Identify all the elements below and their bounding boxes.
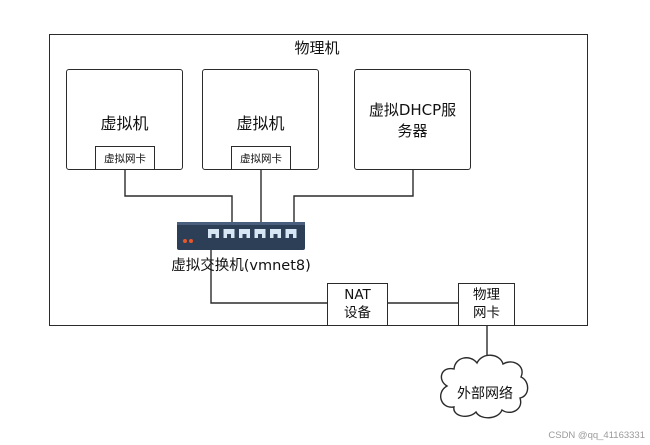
virtual-switch-label: 虚拟交换机(vmnet8) <box>171 258 311 274</box>
virtual-nic-1-label: 虚拟网卡 <box>104 153 146 165</box>
line-switch-nat <box>210 250 327 304</box>
virtual-machine-2-label: 虚拟机 <box>236 114 285 133</box>
nat-device <box>327 283 388 326</box>
virtual-nic-1 <box>95 146 155 170</box>
virtual-dhcp-server-label: 虚拟DHCP服务器 <box>368 101 457 140</box>
virtual-nic-2 <box>231 146 291 170</box>
virtual-dhcp-server <box>354 69 471 170</box>
nat-device-label: NAT设备 <box>344 287 371 321</box>
virtual-machine-1-label: 虚拟机 <box>100 114 149 133</box>
host-machine-label: 物理机 <box>294 39 340 57</box>
watermark-credit: CSDN @qq_41163331 <box>548 430 645 441</box>
physical-nic <box>458 283 515 326</box>
external-network-label: 外部网络 <box>457 386 513 402</box>
line-dhcp-switch <box>293 170 414 222</box>
line-vm1-switch <box>124 170 233 222</box>
virtual-nic-2-label: 虚拟网卡 <box>240 153 282 165</box>
physical-nic-label: 物理网卡 <box>473 287 500 321</box>
